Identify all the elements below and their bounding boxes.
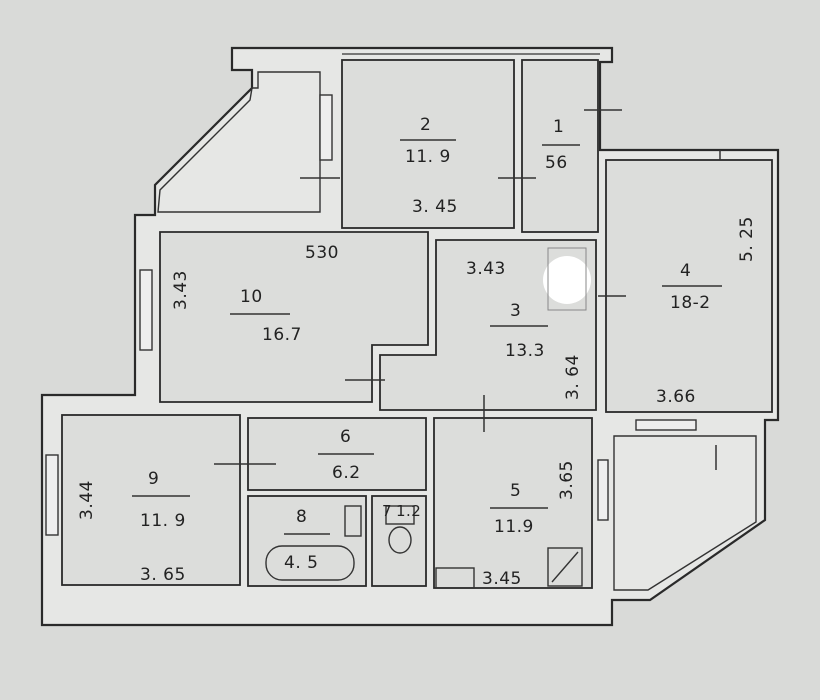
room-2 bbox=[341, 59, 515, 229]
room-7-area: 1.2 bbox=[396, 502, 421, 520]
room-1 bbox=[521, 59, 599, 233]
room-10 bbox=[159, 231, 429, 403]
stove-mark bbox=[551, 551, 579, 583]
room-9-area: 11. 9 bbox=[140, 511, 186, 531]
marker-box bbox=[547, 247, 587, 311]
room-4-area: 18-2 bbox=[670, 293, 711, 313]
kitchen-counter bbox=[435, 567, 475, 589]
room-10-area: 16.7 bbox=[262, 325, 302, 345]
stove bbox=[547, 547, 583, 587]
room-5-note: 3.45 bbox=[482, 569, 522, 589]
room-1-number: 1 bbox=[553, 117, 564, 137]
room-5-number: 5 bbox=[510, 481, 521, 501]
room-4-note2: 3.66 bbox=[656, 387, 696, 407]
sink bbox=[344, 505, 362, 537]
balcony-right bbox=[613, 435, 757, 591]
room-10-note: 3.43 bbox=[171, 270, 191, 310]
room-2-number: 2 bbox=[420, 115, 431, 135]
room-6-area: 6.2 bbox=[332, 463, 361, 483]
balcony-top-left bbox=[157, 71, 321, 213]
room-9-note2: 3.44 bbox=[77, 480, 97, 520]
room-7-number: 7 bbox=[382, 502, 392, 520]
room-4-note: 5. 25 bbox=[737, 216, 757, 262]
room-1-area: 56 bbox=[545, 153, 568, 173]
bathtub bbox=[265, 545, 355, 581]
window-room-5 bbox=[597, 459, 609, 521]
window-room-10 bbox=[139, 269, 153, 351]
room-9-note: 3. 65 bbox=[140, 565, 186, 585]
labels: 2 11. 9 3. 45 1 56 530 10 16.7 3.43 3.43… bbox=[77, 115, 757, 589]
room-3-note: 3.43 bbox=[466, 259, 506, 279]
toilet-tank bbox=[385, 505, 415, 525]
toilet-bowl bbox=[388, 526, 412, 554]
room-3-area: 13.3 bbox=[505, 341, 545, 361]
room-9 bbox=[61, 414, 241, 586]
door-marks bbox=[214, 109, 721, 470]
window-balcony bbox=[319, 94, 333, 161]
room-8-area: 4. 5 bbox=[284, 553, 318, 573]
room-7 bbox=[371, 495, 427, 587]
room-10-number: 10 bbox=[240, 287, 263, 307]
window-room-9 bbox=[45, 454, 59, 536]
room-5-area: 11.9 bbox=[494, 517, 534, 537]
room-3-number: 3 bbox=[510, 301, 521, 321]
window-balcony-right bbox=[635, 419, 697, 431]
room-6-number: 6 bbox=[340, 427, 351, 447]
room-9-number: 9 bbox=[148, 469, 159, 489]
room-8-number: 8 bbox=[296, 507, 307, 527]
room-10-note2: 530 bbox=[305, 243, 339, 263]
room-2-note: 3. 45 bbox=[412, 197, 458, 217]
room-3-note2: 3. 64 bbox=[563, 354, 583, 400]
room-4-number: 4 bbox=[680, 261, 691, 281]
marker-circle bbox=[543, 256, 591, 304]
room-3 bbox=[379, 239, 597, 411]
room-2-area: 11. 9 bbox=[405, 147, 451, 167]
room-5 bbox=[433, 417, 593, 589]
room-8 bbox=[247, 495, 367, 587]
room-5-note2: 3.65 bbox=[557, 460, 577, 500]
